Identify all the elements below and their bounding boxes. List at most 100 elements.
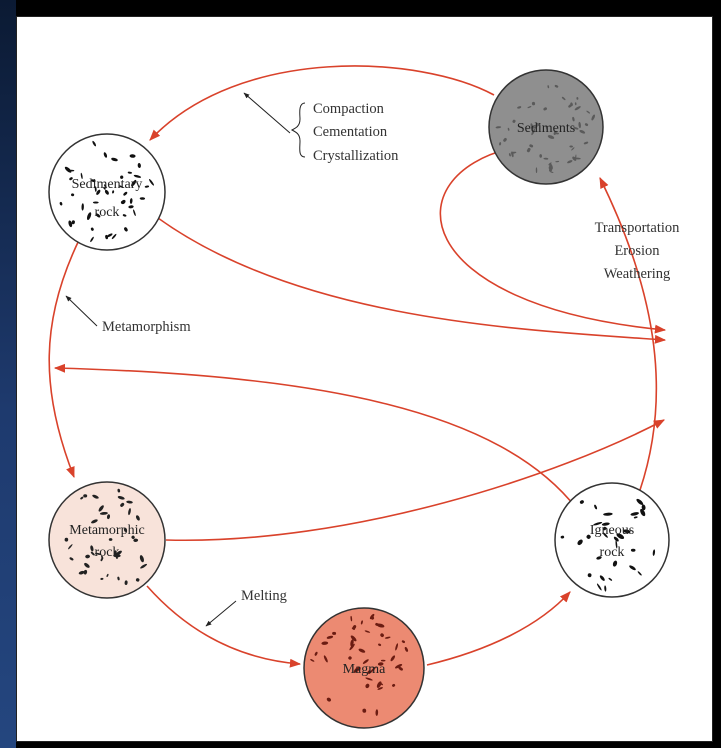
arrow-sedimentary-to-metamorphic <box>48 237 81 479</box>
grain-speckle <box>128 205 134 209</box>
grain-speckle <box>390 655 396 662</box>
arrow-metamorphic-to-right <box>165 419 665 542</box>
grain-speckle <box>94 186 97 192</box>
grain-speckle <box>106 233 113 238</box>
grain-speckle <box>602 532 608 538</box>
grain-speckle <box>112 190 115 194</box>
grain-speckle <box>108 538 113 541</box>
arrow-igneous-to-left <box>53 363 578 510</box>
grain-speckle <box>531 128 536 136</box>
grain-speckle <box>375 709 379 716</box>
erosion-label: Erosion <box>614 243 660 259</box>
grain-speckle <box>596 583 602 591</box>
grain-speckle <box>574 106 581 111</box>
grain-speckle <box>641 504 646 511</box>
grain-speckle <box>83 569 88 575</box>
grain-speckle <box>560 535 565 539</box>
grain-speckle <box>326 635 334 639</box>
grain-speckle <box>608 577 613 581</box>
grain-speckle <box>573 127 579 130</box>
compaction-label: Compaction <box>313 101 385 117</box>
igneous-label-line2: rock <box>600 545 625 560</box>
grain-speckle <box>517 106 522 109</box>
igneous-rock-node <box>554 482 670 598</box>
weathering-label: Weathering <box>604 266 670 282</box>
grain-speckle <box>549 163 553 170</box>
sedimentary-label-line1: Sedimentary <box>72 177 143 192</box>
grain-speckle <box>117 576 120 581</box>
grain-speckle <box>499 142 502 146</box>
grain-speckle <box>604 585 607 592</box>
grain-speckle <box>535 124 538 129</box>
metamorphism-pointer <box>65 295 98 327</box>
grain-speckle <box>135 578 140 582</box>
grain-speckle <box>596 556 602 560</box>
arrow-magma-to-igneous <box>426 591 571 666</box>
arrow-sediments-loop-to-right <box>439 147 667 334</box>
grain-speckle <box>586 534 591 539</box>
grain-speckle <box>568 103 573 108</box>
grain-speckle <box>547 135 555 139</box>
grain-speckle <box>579 129 586 134</box>
grain-speckle <box>380 633 384 637</box>
grain-speckle <box>124 227 128 232</box>
grain-speckle <box>111 233 117 240</box>
grain-speckle <box>583 141 589 145</box>
grain-speckle <box>86 212 92 220</box>
grain-speckle <box>633 516 638 519</box>
grain-speckle <box>507 127 510 131</box>
grain-speckle <box>527 106 532 109</box>
grain-speckle <box>84 562 90 568</box>
arrow-sediments-to-sedimentary <box>149 65 495 141</box>
grain-speckle <box>351 627 355 630</box>
grain-speckle <box>375 622 379 626</box>
grain-speckle <box>593 521 603 526</box>
grain-speckle <box>90 545 94 552</box>
grain-speckle <box>106 514 111 520</box>
grain-speckle <box>69 557 74 561</box>
grain-speckle <box>120 502 125 507</box>
grain-speckle <box>640 508 646 517</box>
melting-pointer <box>205 600 237 627</box>
grain-speckle <box>603 512 613 516</box>
metamorphic-rock-node <box>48 481 166 599</box>
grain-speckle <box>378 643 382 647</box>
grain-speckle <box>508 153 511 157</box>
grain-speckle <box>133 174 142 178</box>
grain-speckle <box>92 494 99 499</box>
grain-speckle <box>78 570 85 575</box>
grain-speckle <box>555 160 560 163</box>
grain-speckle <box>594 504 598 510</box>
grain-speckle <box>377 687 383 690</box>
grain-speckle <box>395 643 399 651</box>
grain-speckle <box>630 512 639 516</box>
cementation-label: Cementation <box>313 124 388 140</box>
grain-speckle <box>543 107 548 111</box>
grain-speckle <box>117 488 121 493</box>
grain-speckle <box>71 220 75 225</box>
grain-speckle <box>576 97 579 100</box>
grain-speckle <box>120 200 125 205</box>
grain-speckle <box>80 496 84 500</box>
grain-speckle <box>364 630 371 633</box>
grain-speckle <box>349 643 355 651</box>
grain-speckle <box>612 560 618 567</box>
grain-speckle <box>636 498 644 505</box>
grain-speckle <box>137 163 141 168</box>
grain-speckle <box>129 154 136 158</box>
grain-speckle <box>360 620 363 625</box>
grain-speckle <box>637 571 642 576</box>
grain-speckle <box>92 140 97 147</box>
grain-speckle <box>321 641 329 645</box>
grain-speckle <box>377 662 384 666</box>
grain-speckle <box>587 573 592 578</box>
grain-speckle <box>539 154 543 158</box>
grain-speckle <box>323 655 328 663</box>
grain-speckle <box>140 563 148 569</box>
grain-speckle <box>91 179 96 183</box>
grain-speckle <box>561 96 566 101</box>
grain-speckle <box>547 85 550 89</box>
grain-speckle <box>133 209 136 217</box>
grain-speckle <box>326 697 332 702</box>
magma-label: Magma <box>343 662 387 677</box>
